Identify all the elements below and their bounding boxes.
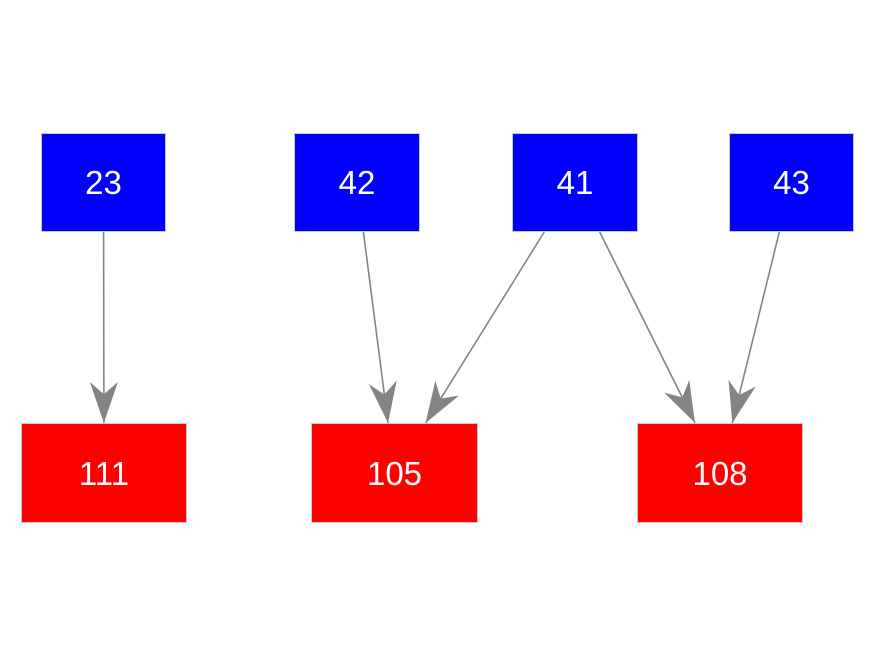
arrowhead-icon	[728, 379, 756, 423]
arrowhead-icon	[368, 380, 397, 423]
node-label: 41	[556, 164, 594, 201]
node-108[interactable]: 108	[637, 423, 803, 523]
node-label: 111	[78, 454, 130, 492]
node-111[interactable]: 111	[21, 423, 187, 523]
edge-41-105	[424, 231, 545, 424]
edge-23-111	[89, 231, 118, 424]
arrowhead-icon	[664, 380, 696, 423]
arrowhead-icon	[89, 381, 118, 423]
edge-41-108	[598, 231, 696, 424]
node-label: 108	[692, 454, 748, 492]
edge-43-108	[728, 231, 781, 424]
node-label: 105	[366, 454, 423, 492]
node-label: 23	[85, 164, 122, 201]
edge-line	[362, 231, 389, 424]
edge-line	[598, 231, 696, 424]
edge-line	[424, 231, 545, 424]
node-label: 43	[773, 164, 810, 201]
node-23[interactable]: 23	[41, 133, 166, 232]
node-label: 42	[338, 164, 376, 201]
edge-42-105	[362, 231, 397, 424]
node-41[interactable]: 41	[512, 133, 638, 232]
node-42[interactable]: 42	[294, 133, 420, 232]
arrowhead-icon	[425, 380, 460, 423]
node-43[interactable]: 43	[729, 133, 854, 232]
node-105[interactable]: 105	[311, 423, 478, 523]
edge-line	[731, 231, 781, 424]
